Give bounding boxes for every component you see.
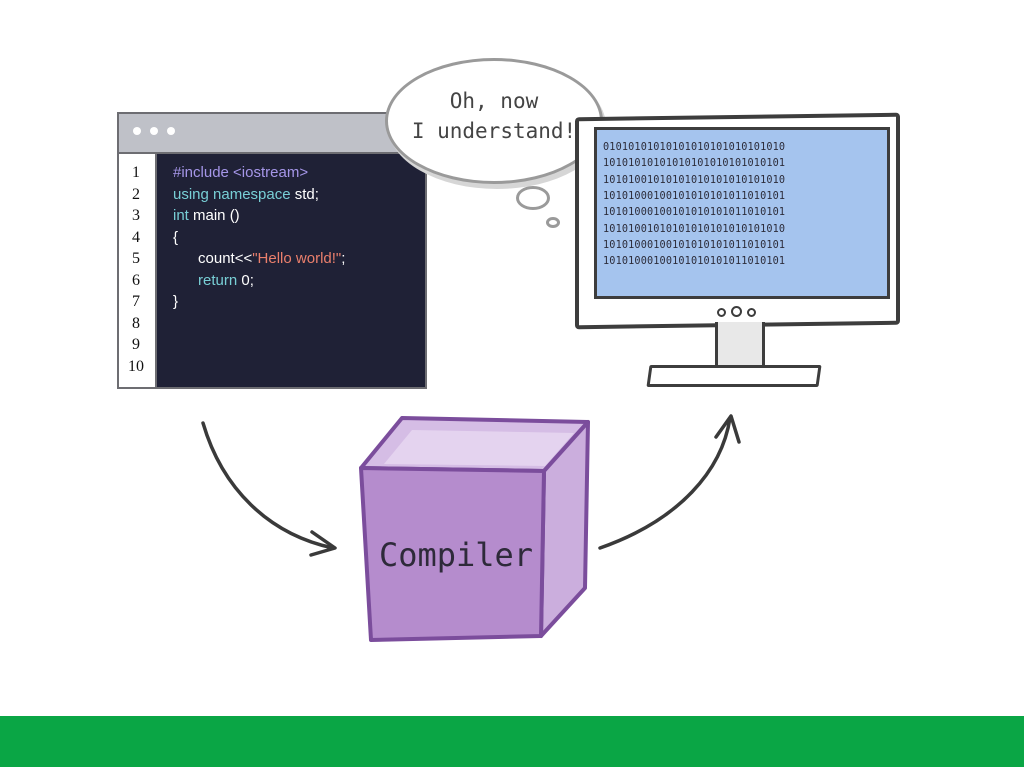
line-number: 2 <box>132 185 140 203</box>
binary-line: 10101001010101010101010101010 <box>603 223 786 235</box>
binary-line: 10101001010101010101010101010 <box>603 174 786 186</box>
arrow-to-monitor-head <box>714 414 741 444</box>
code-line: count<<"Hello world!"; <box>173 248 345 270</box>
code-token: 0; <box>237 271 254 289</box>
monitor-button-icon <box>747 308 756 317</box>
code-token <box>173 272 198 289</box>
arrow-to-compiler <box>201 421 335 550</box>
window-dot-icon <box>167 127 175 135</box>
code-editor-window: 1 2 3 4 5 6 7 8 9 10 #include <iostream>… <box>117 112 427 389</box>
binary-line: 10101000100101010101011010101 <box>603 207 786 219</box>
line-number: 4 <box>132 228 140 246</box>
line-number: 9 <box>132 336 140 353</box>
window-dot-icon <box>133 127 141 135</box>
code-token: using namespace <box>173 185 291 203</box>
editor-titlebar <box>119 114 425 154</box>
window-dot-icon <box>150 127 158 135</box>
thought-line-1: Oh, now <box>449 89 539 113</box>
code-line: int main () <box>173 205 240 227</box>
line-number: 5 <box>132 250 140 267</box>
line-number: 10 <box>128 357 144 375</box>
code-line: } <box>173 291 178 313</box>
monitor-stand-base <box>646 365 822 387</box>
code-token: return <box>198 271 238 289</box>
thought-bubble-text: Oh, now I understand! <box>385 86 603 146</box>
binary-line: 10101000100101010101011010101 <box>603 190 786 202</box>
monitor-stand-neck <box>715 322 765 368</box>
code-token: int <box>173 207 189 224</box>
code-token: { <box>173 228 179 246</box>
line-number-gutter: 1 2 3 4 5 6 7 8 9 10 <box>119 154 157 387</box>
code-token: "Hello world!" <box>252 250 342 267</box>
line-number: 8 <box>132 314 140 332</box>
monitor-button-icon <box>717 308 726 317</box>
binary-line: 01010101010101010101010101010 <box>603 142 786 153</box>
code-token: #include <iostream> <box>173 164 309 181</box>
line-number: 1 <box>132 164 140 181</box>
compiler-label: Compiler <box>378 536 534 574</box>
code-line: return 0; <box>173 270 254 292</box>
arrow-to-monitor <box>598 416 732 550</box>
bottom-accent-bar <box>0 716 1024 767</box>
code-line: using namespace std; <box>173 184 319 206</box>
code-token: } <box>173 293 179 310</box>
monitor-screen <box>594 127 890 299</box>
arrow-to-compiler-head <box>309 530 337 557</box>
binary-line: 10101010101010101010101010101 <box>603 158 786 170</box>
thought-line-2: I understand! <box>411 119 577 143</box>
binary-line: 10101000100101010101011010101 <box>603 256 786 268</box>
code-token: main () <box>188 207 240 224</box>
code-token: count<< <box>173 250 253 267</box>
code-token: std; <box>290 185 319 203</box>
line-number: 6 <box>132 271 140 289</box>
code-line: { <box>173 227 178 249</box>
line-number: 7 <box>132 293 140 310</box>
thought-bubble-trail <box>516 186 550 210</box>
code-line: #include <iostream> <box>173 162 308 184</box>
code-token: ; <box>341 250 346 267</box>
binary-line: 10101000100101010101011010101 <box>603 239 786 251</box>
thought-bubble-trail <box>546 217 560 228</box>
monitor-power-icon <box>731 306 742 317</box>
line-number: 3 <box>132 207 140 224</box>
